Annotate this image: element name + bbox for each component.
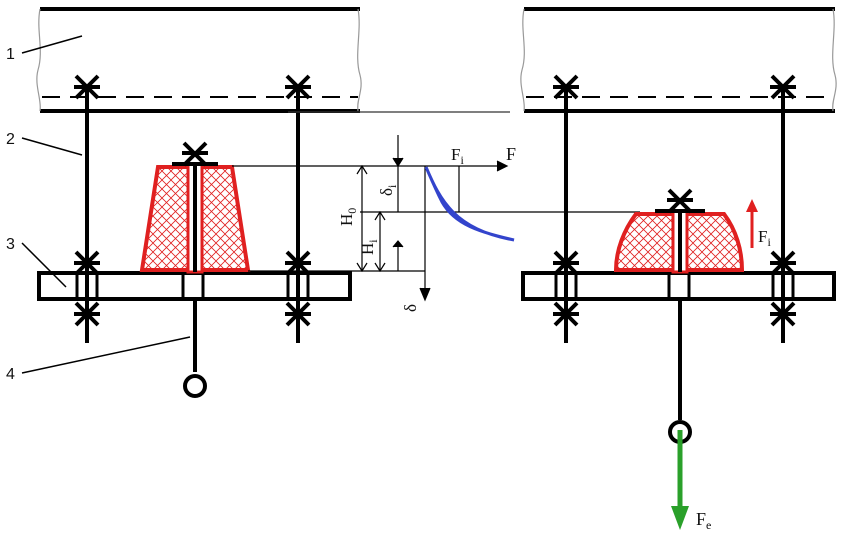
label-delta-i: δi (377, 184, 399, 196)
label-delta-axis: δ (401, 304, 420, 312)
label-Fe: Fe (696, 509, 711, 532)
dimension-lines (232, 111, 640, 302)
part-label-3: 3 (6, 236, 15, 253)
force-arrow-Fe (671, 430, 689, 530)
part-label-2: 2 (6, 131, 15, 148)
right-bottom-fasteners (553, 250, 796, 327)
left-pull-eye (183, 374, 207, 398)
label-Fi: Fi (451, 145, 464, 167)
right-plate-bushings (554, 271, 795, 301)
left-cushion (139, 141, 251, 274)
part-label-4: 4 (6, 366, 15, 383)
right-top-beam (520, 7, 837, 113)
left-bottom-fasteners (74, 250, 311, 327)
label-H0: H0 (337, 208, 359, 226)
right-top-fasteners (553, 74, 796, 100)
right-bottom-plate (521, 271, 836, 301)
right-cushion (613, 188, 745, 274)
part-label-1: 1 (6, 46, 15, 63)
force-arrow-Fi (746, 199, 758, 248)
part-leaders (21, 35, 191, 374)
left-plate-bushings (75, 271, 310, 301)
force-deflection-curve (424, 166, 515, 242)
right-assembly (520, 7, 837, 444)
label-F-axis: F (506, 144, 516, 164)
label-Hi: Hi (358, 239, 380, 255)
left-assembly (36, 7, 362, 398)
label-right-Fi: Fi (758, 227, 771, 249)
